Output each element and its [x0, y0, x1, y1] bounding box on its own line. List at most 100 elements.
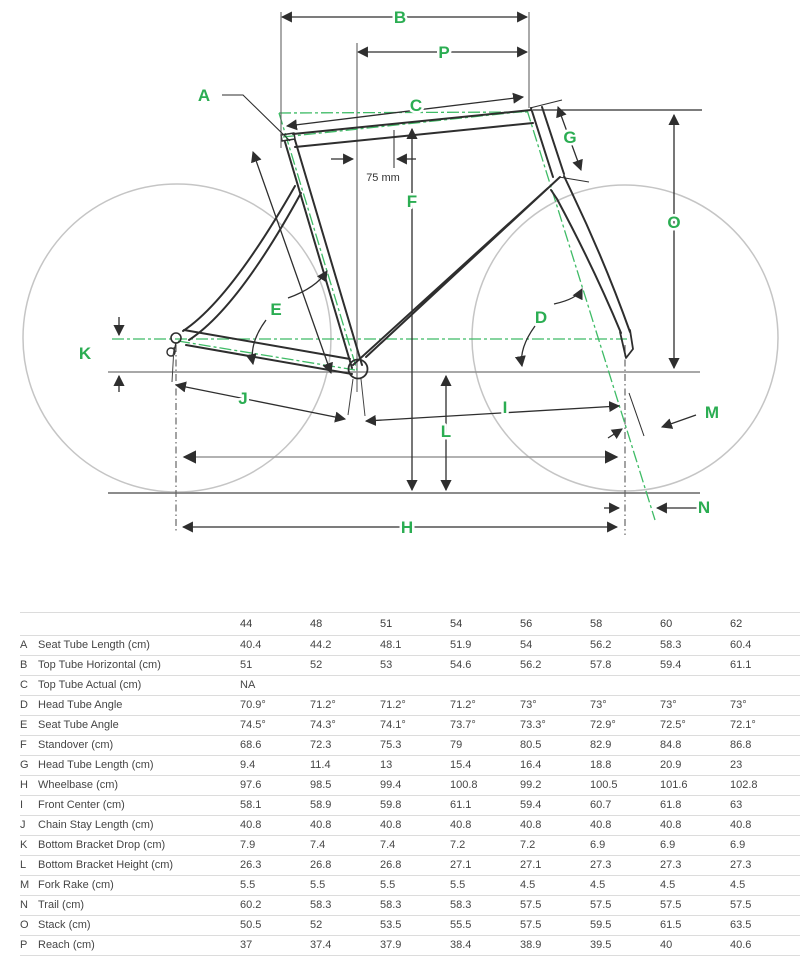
row-letter: B [20, 655, 38, 676]
row-value [590, 675, 660, 696]
row-value: 7.2 [450, 835, 520, 856]
label-A: A [198, 86, 210, 105]
row-value: 27.3 [730, 855, 800, 876]
label-75mm: 75 mm [366, 172, 400, 184]
row-value: 63.5 [730, 915, 800, 936]
row-value: 58.9 [310, 795, 380, 816]
row-value: 54.6 [450, 655, 520, 676]
row-value: 74.3° [310, 715, 380, 736]
row-value: 40.8 [450, 815, 520, 836]
label-O: O [667, 213, 680, 232]
row-value: 58.3 [450, 895, 520, 916]
row-label: Bottom Bracket Drop (cm) [38, 835, 240, 856]
row-value: 40.8 [380, 815, 450, 836]
row-value: 99.2 [520, 775, 590, 796]
row-letter: I [20, 795, 38, 816]
dim-D-arc-up [553, 288, 583, 305]
label-J: J [238, 389, 247, 408]
head-tube [530, 106, 565, 178]
dim-E-arc-up [287, 270, 328, 299]
reference-lines [108, 43, 700, 535]
label-L: L [441, 422, 451, 441]
bottom-bracket [347, 358, 369, 380]
row-label: Top Tube Actual (cm) [38, 675, 240, 696]
row-value: 37 [240, 935, 310, 956]
row-value: 80.5 [520, 735, 590, 756]
row-value: 7.4 [380, 835, 450, 856]
header-spacer [38, 612, 240, 636]
row-value: 27.1 [520, 855, 590, 876]
row-value: 38.9 [520, 935, 590, 956]
row-letter: P [20, 935, 38, 956]
steering-axis [526, 109, 656, 521]
row-value [310, 675, 380, 696]
row-label: Trail (cm) [38, 895, 240, 916]
dimension-lines [113, 11, 702, 533]
row-label: Head Tube Length (cm) [38, 755, 240, 776]
row-value [520, 675, 590, 696]
row-value: 4.5 [730, 875, 800, 896]
row-value: 71.2° [450, 695, 520, 716]
row-value: 59.5 [590, 915, 660, 936]
row-value: 40 [660, 935, 730, 956]
row-value: 72.9° [590, 715, 660, 736]
label-E: E [270, 300, 281, 319]
row-value: 84.8 [660, 735, 730, 756]
row-value: 59.4 [660, 655, 730, 676]
row-value: 54 [520, 635, 590, 656]
row-label: Head Tube Angle [38, 695, 240, 716]
row-value: 51.9 [450, 635, 520, 656]
row-value: 61.8 [660, 795, 730, 816]
dim-G-tick-top [529, 99, 563, 109]
row-letter: K [20, 835, 38, 856]
geometry-diagram: A B P C G F O D E K J I L M N H 75 mm [22, 8, 779, 537]
row-value: 73° [730, 695, 800, 716]
row-letter: J [20, 815, 38, 836]
dim-M-tick [628, 392, 645, 437]
row-letter: H [20, 775, 38, 796]
row-value: 6.9 [730, 835, 800, 856]
label-F: F [407, 192, 417, 211]
row-value: 101.6 [660, 775, 730, 796]
row-value: 50.5 [240, 915, 310, 936]
row-value: 20.9 [660, 755, 730, 776]
chain-stays [183, 329, 353, 375]
row-value: 26.8 [380, 855, 450, 876]
row-value: 18.8 [590, 755, 660, 776]
row-value: 15.4 [450, 755, 520, 776]
row-letter: C [20, 675, 38, 696]
row-value: 55.5 [450, 915, 520, 936]
size-column-header: 54 [450, 612, 520, 636]
row-value: 73° [590, 695, 660, 716]
row-value: 74.1° [380, 715, 450, 736]
row-value: 75.3 [380, 735, 450, 756]
row-value: 57.5 [660, 895, 730, 916]
row-value: 70.9° [240, 695, 310, 716]
row-value: 40.8 [730, 815, 800, 836]
row-value: 58.3 [660, 635, 730, 656]
row-value: 40.6 [730, 935, 800, 956]
fork-blade [550, 175, 631, 334]
row-letter: A [20, 635, 38, 656]
row-value: 71.2° [310, 695, 380, 716]
row-value: 6.9 [590, 835, 660, 856]
row-value: 74.5° [240, 715, 310, 736]
row-value: 27.3 [660, 855, 730, 876]
rear-wheel [22, 183, 332, 493]
row-value: 16.4 [520, 755, 590, 776]
row-label: Standover (cm) [38, 735, 240, 756]
row-value: 7.2 [520, 835, 590, 856]
row-value: 86.8 [730, 735, 800, 756]
dim-D-arc-down [514, 325, 536, 368]
